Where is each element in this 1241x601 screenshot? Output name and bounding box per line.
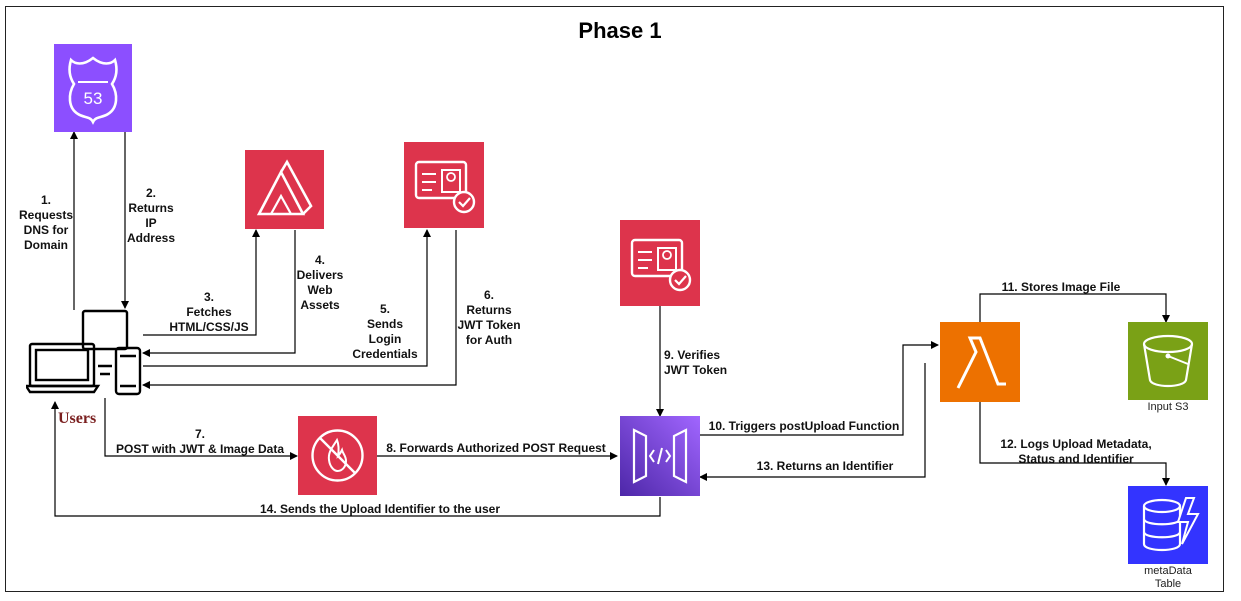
svg-text:53: 53 [84,89,103,108]
users-label: Users [58,410,97,427]
s3-tile [1128,322,1208,400]
cognito-tile-top [404,142,484,228]
step-6-label: 6. Returns JWT Token for Auth [457,288,521,347]
diagram-frame [5,6,1224,592]
arrow-step-12 [979,402,1170,486]
arrow-step-14 [51,401,661,517]
arrow-step-7 [104,398,298,460]
api-gateway-icon [620,416,700,496]
arrow-step-6 [142,230,457,389]
route53-tile: 53 [54,44,132,132]
step-10-label: 10. Triggers postUpload Function [708,419,900,433]
step-7-label: 7. POST with JWT & Image Data [115,427,285,456]
amplify-icon [245,150,324,229]
lambda-icon [940,322,1020,402]
step-3-label: 3. Fetches HTML/CSS/JS [169,290,249,334]
step-8-label: 8. Forwards Authorized POST Request [386,441,606,455]
laptop-desktop-phone-icon [23,309,142,396]
step-13-label: 13. Returns an Identifier [756,459,894,473]
step-4-label: 4. Delivers Web Assets [296,253,344,312]
cognito-icon [620,220,700,306]
step-5-label: 5. Sends Login Credentials [352,302,418,361]
dynamodb-icon [1128,486,1208,564]
dynamodb-tile [1128,486,1208,564]
step-12-label: 12. Logs Upload Metadata, Status and Ide… [1000,437,1152,466]
step-9-label: 9. Verifies JWT Token [664,348,728,377]
arrow-step-5 [143,229,431,367]
waf-tile [298,416,377,495]
amplify-tile [245,150,324,229]
arrow-step-4 [142,230,296,357]
s3-caption: Input S3 [1147,401,1189,413]
diagram-title: Phase 1 [578,18,662,43]
route53-icon: 53 [54,44,132,132]
cognito-icon [404,142,484,228]
api-gateway-tile [620,416,700,496]
users-devices [23,308,144,400]
step-14-label: 14. Sends the Upload Identifier to the u… [259,502,501,516]
s3-bucket-icon [1128,322,1208,400]
dynamodb-caption: metaData Table [1144,565,1192,590]
arrow-step-11 [979,293,1170,323]
step-2-label: 2. Returns IP Address [126,186,176,245]
lambda-tile [940,322,1020,402]
step-11-label: 11. Stores Image File [1001,280,1121,294]
arrow-step-10 [700,341,939,436]
waf-icon [298,416,377,495]
step-1-label: 1. Requests DNS for Domain [18,193,74,252]
arrow-step-13 [699,363,926,481]
arrow-step-3 [143,229,260,336]
cognito-tile-mid [620,220,700,306]
